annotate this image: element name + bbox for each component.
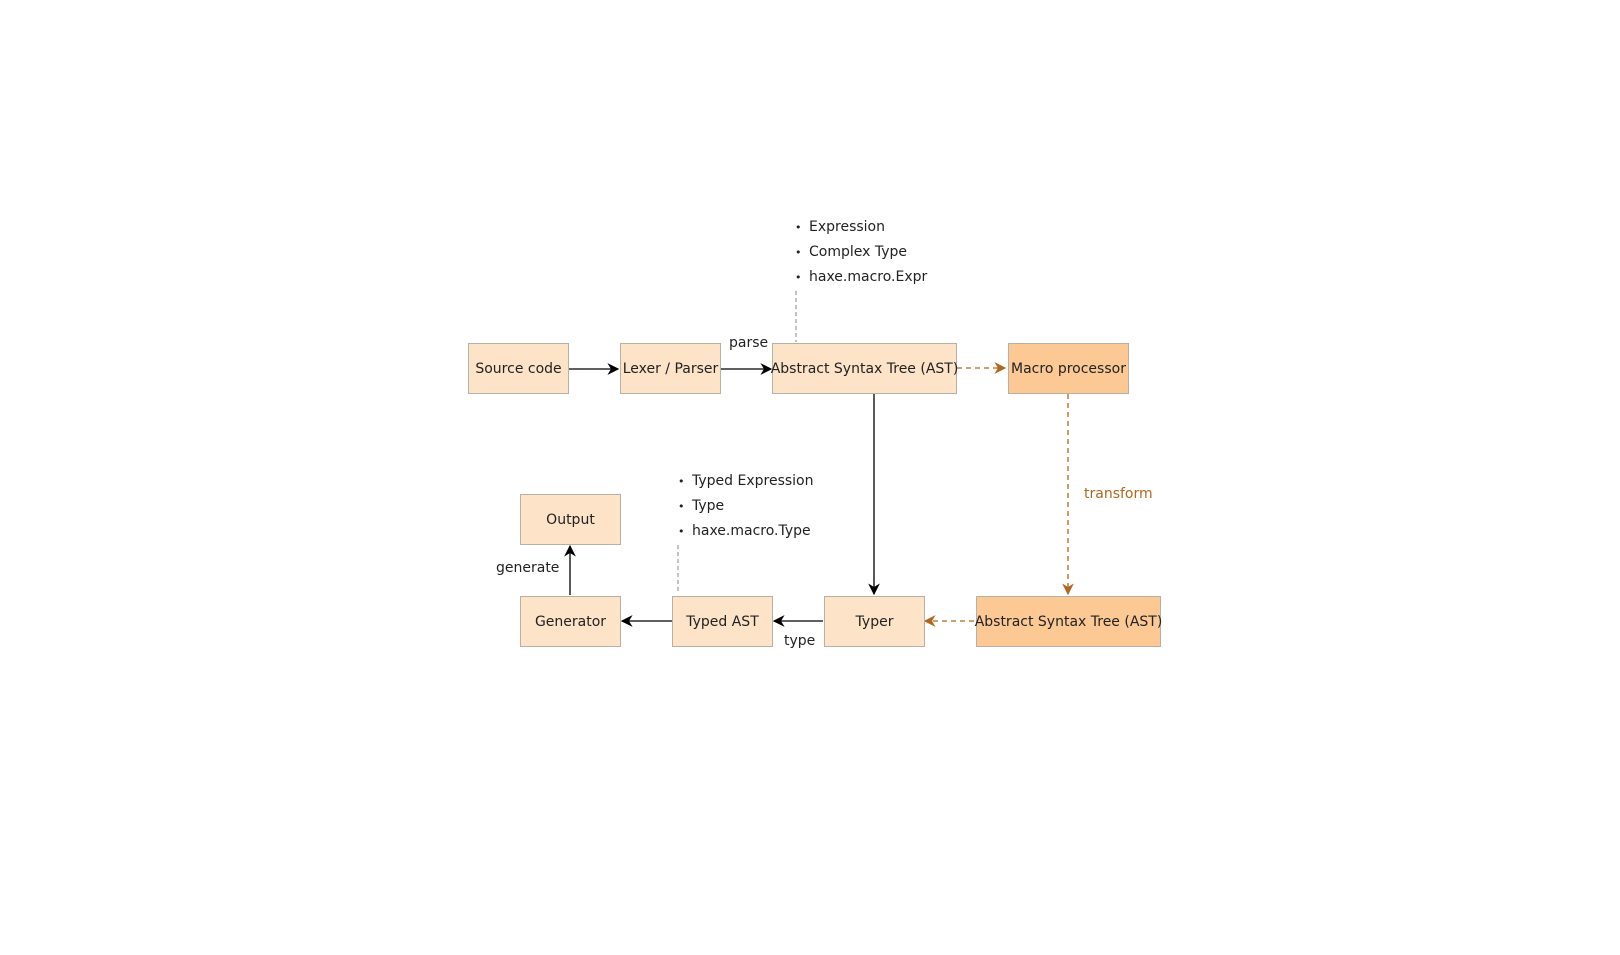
- node-ast: Abstract Syntax Tree (AST): [771, 343, 958, 394]
- node-lexer-parser: Lexer / Parser: [620, 343, 721, 394]
- label-type: type: [784, 633, 816, 649]
- typed-ast-note-item: Type: [678, 494, 814, 519]
- node-ast-transformed: Abstract Syntax Tree (AST): [975, 596, 1162, 647]
- typed-ast-note-item: Typed Expression: [678, 469, 814, 494]
- typed-ast-notes: Typed Expression Type haxe.macro.Type: [678, 469, 814, 544]
- node-typed-ast: Typed AST: [672, 596, 773, 647]
- label-parse: parse: [729, 335, 769, 351]
- ast-note-item: Expression: [795, 215, 927, 240]
- ast-note-item: Complex Type: [795, 240, 927, 265]
- node-typer: Typer: [824, 596, 925, 647]
- node-macro-processor: Macro processor: [1008, 343, 1129, 394]
- label-transform: transform: [1084, 486, 1153, 502]
- label-generate: generate: [496, 560, 560, 576]
- ast-notes: Expression Complex Type haxe.macro.Expr: [795, 215, 927, 290]
- node-output: Output: [520, 494, 621, 545]
- node-source-code: Source code: [468, 343, 569, 394]
- ast-note-item: haxe.macro.Expr: [795, 265, 927, 290]
- node-generator: Generator: [520, 596, 621, 647]
- typed-ast-note-item: haxe.macro.Type: [678, 519, 814, 544]
